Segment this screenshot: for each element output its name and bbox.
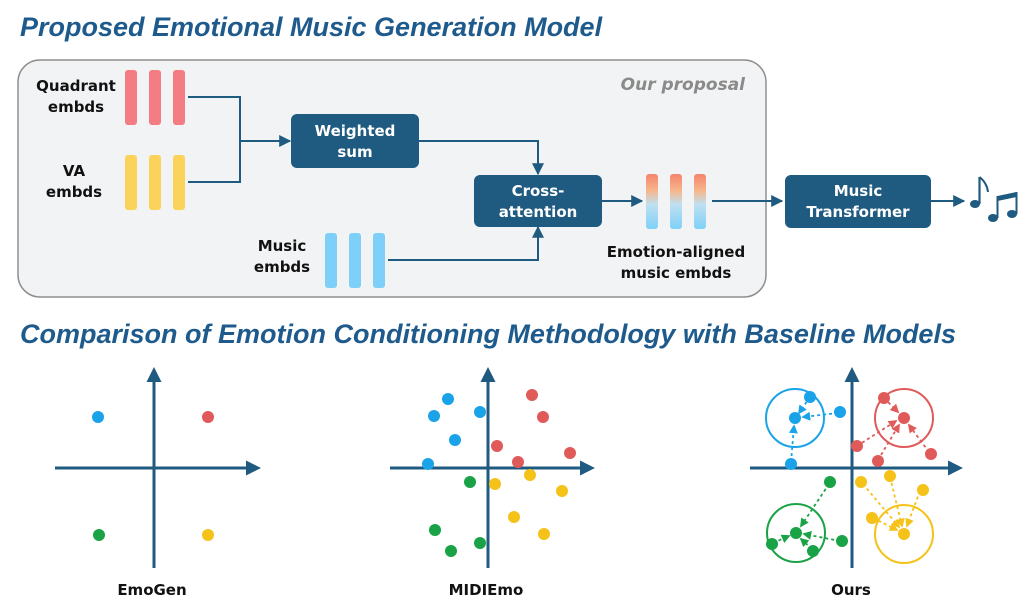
quadrant-embeddings: Quadrant embds — [36, 70, 185, 125]
transformer-line1: Music — [834, 182, 883, 200]
plot-midiemo: MIDIEmo — [390, 367, 595, 599]
aligned-label-line1: Emotion-aligned — [607, 243, 745, 261]
cross-attention-line1: Cross- — [512, 182, 565, 200]
aligned-label-line2: music embds — [621, 264, 732, 282]
blue-points — [422, 393, 486, 470]
va-embeddings: VA embds — [46, 155, 185, 210]
point-red — [202, 411, 214, 423]
music-label-line2: embds — [254, 258, 310, 276]
red-cluster-ring — [874, 388, 934, 448]
plot-ours: Ours — [750, 367, 963, 599]
plot-label-ours: Ours — [831, 581, 871, 599]
connectors — [188, 96, 966, 261]
weighted-sum-box: Weighted sum — [291, 114, 419, 168]
bottom-title: Comparison of Emotion Conditioning Metho… — [20, 319, 956, 349]
weighted-sum-line1: Weighted — [315, 122, 396, 140]
green-points — [429, 476, 486, 557]
transformer-line2: Transformer — [806, 203, 910, 221]
quadrant-label-line2: embds — [48, 98, 104, 116]
va-label-line1: VA — [63, 162, 86, 180]
proposal-label: Our proposal — [621, 75, 747, 95]
quadrant-label-line1: Quadrant — [36, 77, 116, 95]
top-title: Proposed Emotional Music Generation Mode… — [20, 12, 603, 42]
blue-cluster-ring — [765, 388, 825, 448]
cross-attention-line2: attention — [499, 203, 578, 221]
plot-label-emogen: EmoGen — [117, 581, 186, 599]
weighted-sum-line2: sum — [337, 143, 372, 161]
point-blue — [92, 411, 104, 423]
cross-attention-box: Cross- attention — [474, 175, 602, 227]
music-note-icon — [970, 176, 1018, 222]
point-yellow — [202, 529, 214, 541]
green-cluster-ring — [766, 503, 826, 563]
red-points — [491, 389, 576, 468]
va-label-line2: embds — [46, 183, 102, 201]
point-green — [93, 529, 105, 541]
music-transformer-box: Music Transformer — [785, 175, 931, 228]
music-embeddings: Music embds — [254, 233, 385, 288]
plot-label-midiemo: MIDIEmo — [449, 581, 524, 599]
plot-emogen: EmoGen — [55, 367, 261, 599]
music-label-line1: Music — [258, 237, 307, 255]
yellow-cluster-ring — [874, 504, 934, 564]
proposal-container — [17, 59, 767, 298]
yellow-points — [489, 469, 568, 540]
aligned-embeddings: Emotion-aligned music embds — [607, 174, 745, 282]
